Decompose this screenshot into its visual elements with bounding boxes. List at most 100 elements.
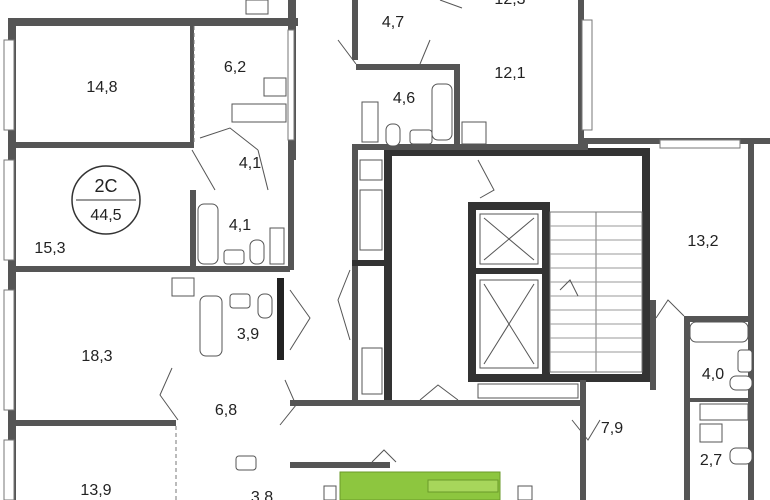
door-4-1 <box>199 127 259 151</box>
wall-left-block-right-2 <box>288 160 294 270</box>
cabinet-corridor <box>359 189 383 251</box>
window-15-3 <box>3 159 15 261</box>
room-area-label: 4,1 <box>229 217 251 234</box>
toilet-4-0 <box>729 375 753 391</box>
room-area-label: 4,7 <box>382 14 404 31</box>
bathtub-3-9 <box>199 295 223 357</box>
room-area-label: 14,8 <box>86 79 117 96</box>
room-area-label: 7,9 <box>601 420 623 437</box>
wall-4-6-top <box>356 64 460 70</box>
window-13-9 <box>3 439 15 500</box>
fixtures <box>171 0 753 500</box>
room-area-label: 3,8 <box>251 489 273 500</box>
wall-4-6-right <box>454 70 460 150</box>
sink-4-6 <box>409 129 433 145</box>
door-top <box>439 0 463 9</box>
window-13-2 <box>659 139 741 149</box>
lift-divider <box>468 268 548 274</box>
bathtub-4-0 <box>689 321 749 343</box>
room-area-label: 18,3 <box>81 348 112 365</box>
room-labels: 12,3 4,7 12,1 14,8 6,2 4,6 4,1 4,1 15,3 … <box>34 0 724 500</box>
shaft-top <box>245 0 269 15</box>
door-core <box>477 159 495 199</box>
wall-top-left <box>8 18 298 26</box>
lift-wall-left <box>468 202 476 382</box>
shaft-corridor-1 <box>359 159 383 181</box>
windows <box>3 19 741 500</box>
dashed-dividers <box>175 26 195 500</box>
shaft-2-7 <box>699 423 723 443</box>
door-lower <box>371 449 397 463</box>
toilet-4-6 <box>385 123 401 147</box>
bathtub-4-1 <box>197 203 219 265</box>
toilet-2-7 <box>729 447 753 465</box>
wall-14-8-bottom <box>8 142 193 148</box>
corridor-bottom-wall <box>290 400 580 406</box>
door-corridor-mid <box>337 269 351 341</box>
core-wall-left <box>384 148 392 400</box>
bathtub-4-6 <box>431 83 453 141</box>
door-stairs <box>419 384 459 401</box>
fixture-bottom-right <box>517 485 533 500</box>
sink-4-0 <box>737 349 753 373</box>
unit-code: 2С <box>94 176 117 196</box>
room-area-label: 13,9 <box>80 482 111 499</box>
door-4-1-b <box>191 149 216 191</box>
wardrobe-6-2 <box>231 103 287 123</box>
room-area-label: 2,7 <box>700 452 722 469</box>
lift-wall-right <box>542 202 550 374</box>
door-13-2 <box>655 299 685 319</box>
shaft-4-6 <box>461 121 487 145</box>
room-area-label: 15,3 <box>34 240 65 257</box>
lifts <box>479 213 539 369</box>
room-area-label: 12,3 <box>494 0 525 8</box>
wall-18-3-bottom <box>8 420 176 426</box>
window-left-block <box>287 29 295 141</box>
door-6-8-right <box>279 379 297 426</box>
stair-treads <box>550 225 642 353</box>
wall-partition-dark <box>277 278 284 360</box>
sink-4-1 <box>223 249 245 265</box>
lift-wall-top <box>468 202 548 210</box>
unit-area: 44,5 <box>90 207 121 224</box>
terrace-green-detail <box>427 479 499 493</box>
room-area-label: 4,1 <box>239 155 261 172</box>
room-area-label: 13,2 <box>687 233 718 250</box>
sink-3-9 <box>229 293 251 309</box>
door-corridor-left <box>289 289 311 351</box>
room-area-label: 4,0 <box>702 366 724 383</box>
stair-arrow <box>559 279 579 297</box>
wall-6-2-left <box>190 24 194 148</box>
lower-wall <box>290 462 390 468</box>
room-area-label: 3,9 <box>237 326 259 343</box>
door-4-7-b <box>419 39 431 65</box>
stairs <box>549 211 643 373</box>
wall-bath-right-top <box>684 316 754 322</box>
sink-3-8 <box>235 455 257 471</box>
toilet-3-9 <box>257 293 273 319</box>
shaft-6-2 <box>263 77 287 97</box>
wall-7-9-left <box>580 380 586 500</box>
wall-13-2-bottom-left <box>650 300 656 390</box>
door-4-7-a <box>337 39 357 65</box>
room-area-label: 6,2 <box>224 59 246 76</box>
washer-4-6 <box>361 101 379 143</box>
cabinet-corridor-2 <box>361 347 383 395</box>
wall-corridor-left-top <box>352 0 358 60</box>
core-wall-top <box>384 148 650 156</box>
wall-12-1-right <box>578 0 584 150</box>
washer-4-1 <box>269 227 285 265</box>
window-14-8 <box>3 39 15 131</box>
door-6-8-left <box>159 367 179 421</box>
room-area-label: 12,1 <box>494 65 525 82</box>
room-area-label: 4,6 <box>393 90 415 107</box>
wall-bath-right-mid <box>684 398 754 402</box>
doors <box>159 0 685 463</box>
window-18-3 <box>3 289 15 411</box>
core-wall-right <box>642 148 650 380</box>
unit-badge: 2С 44,5 <box>71 165 141 235</box>
washer-2-7 <box>699 403 749 421</box>
core-wall-bottom <box>468 374 650 382</box>
wall-4-6-bottom <box>352 144 588 150</box>
